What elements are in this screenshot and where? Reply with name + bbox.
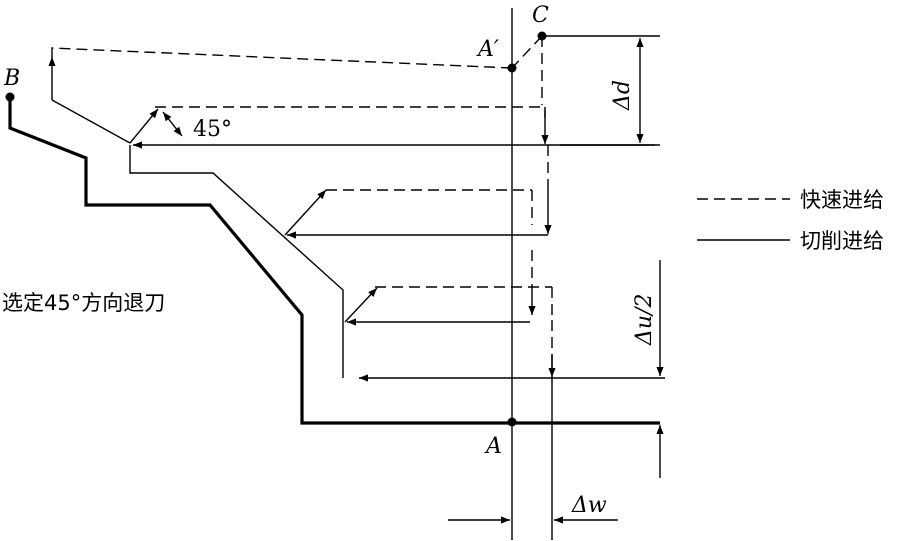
angle-label: 45° xyxy=(193,117,232,142)
delta-d-label: Δd xyxy=(610,80,635,111)
point-a-label: A xyxy=(484,434,502,459)
retract-diagonal-top xyxy=(51,99,131,144)
pass3-retract-45 xyxy=(344,287,378,323)
point-c-label: C xyxy=(532,3,549,28)
point-a-dot xyxy=(507,417,517,427)
point-c-dot xyxy=(537,31,547,41)
point-b-dot xyxy=(5,92,15,102)
legend-rapid-label: 快速进给 xyxy=(800,188,884,212)
rapid-c-to-a-prime xyxy=(511,35,543,69)
workpiece-profile xyxy=(8,100,660,425)
retract-note: 选定45°方向退刀 xyxy=(2,291,165,315)
point-a-prime-label: A′ xyxy=(476,37,499,62)
point-b-label: B xyxy=(3,66,20,91)
finish-contour xyxy=(129,145,344,378)
delta-w-label: Δw xyxy=(571,493,607,518)
pass2-retract-45 xyxy=(284,189,327,236)
legend-cutting-label: 切削进给 xyxy=(800,229,884,253)
angle-arrow xyxy=(162,111,183,137)
delta-u-label: Δu/2 xyxy=(632,294,657,346)
pass1-retract-45 xyxy=(129,108,159,144)
point-a-prime-dot xyxy=(507,63,517,73)
rapid-retract-top xyxy=(51,47,513,69)
